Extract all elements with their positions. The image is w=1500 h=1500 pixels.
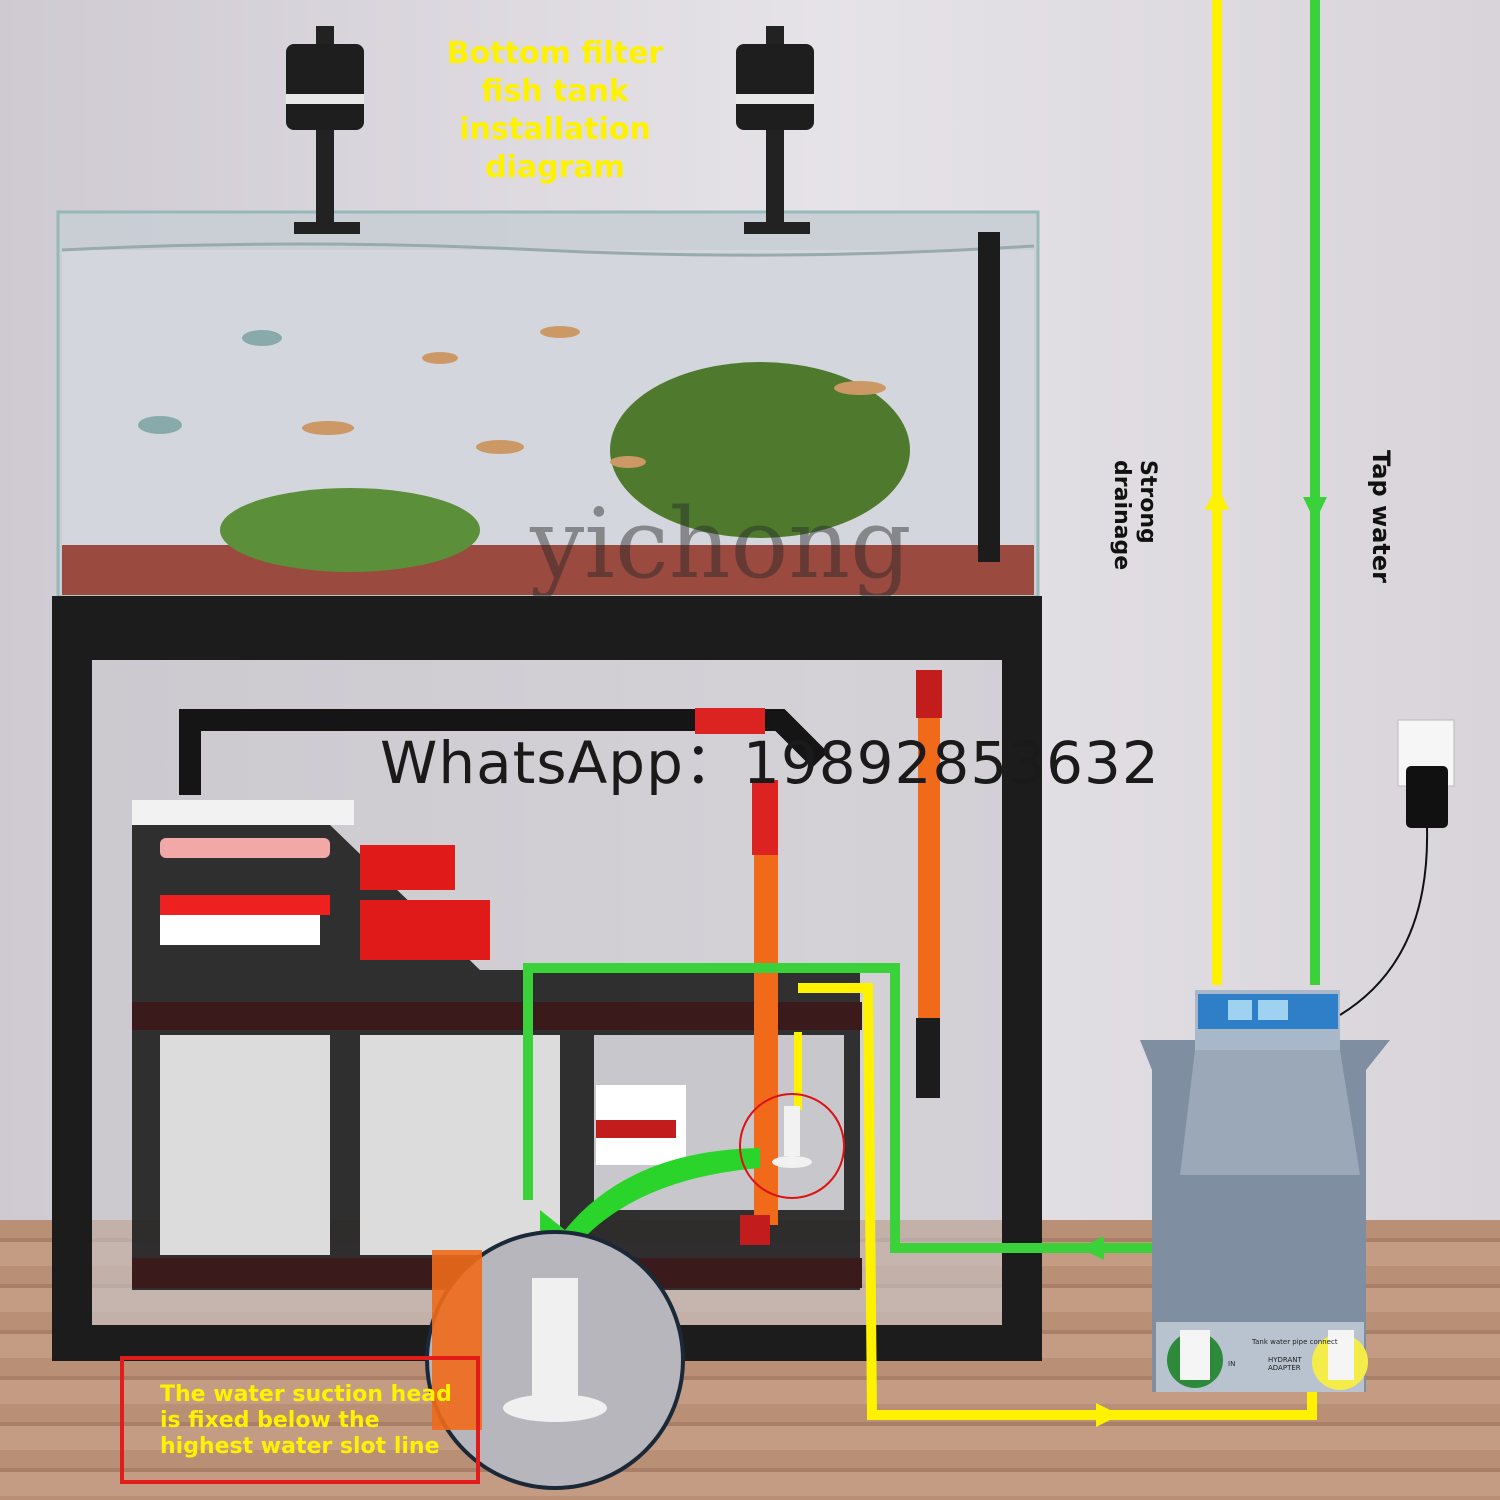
aquarium-tank: [56, 210, 1040, 599]
title-line: diagram: [485, 150, 625, 185]
strong-drainage-label: Strong drainage: [1108, 460, 1160, 570]
device-adapter-label: HYDRANT ADAPTER: [1268, 1356, 1302, 1372]
water-change-device: [1140, 990, 1390, 1392]
device-panel-top-text: Tank water pipe connect: [1252, 1338, 1338, 1346]
diagram-title: Bottom filter fish tank installation dia…: [430, 35, 680, 187]
suction-head-highlight: [739, 1093, 845, 1199]
title-line: Bottom filter: [446, 36, 664, 71]
note-line: highest water slot line: [160, 1434, 440, 1459]
note-line: is fixed below the: [160, 1408, 380, 1433]
note-callout-box: [120, 1356, 480, 1484]
adapter-line: HYDRANT: [1268, 1356, 1302, 1364]
adapter-line: ADAPTER: [1268, 1364, 1301, 1372]
fish-group: [138, 326, 886, 468]
strong-drainage-line: Strong: [1135, 460, 1160, 544]
note-line: The water suction head: [160, 1382, 452, 1407]
aquarium-light-left: [286, 26, 364, 234]
title-line: installation: [459, 112, 651, 147]
note-text: The water suction head is fixed below th…: [160, 1382, 460, 1460]
strong-drainage-line: drainage: [1109, 460, 1134, 571]
suction-head-zoom: [425, 1230, 685, 1490]
device-in-label: IN: [1228, 1360, 1236, 1368]
moss-rock-right: [610, 362, 910, 538]
moss-rock-left: [220, 488, 480, 572]
wall-outlet: [1339, 719, 1455, 1016]
suction-head-small: [784, 1106, 800, 1156]
tap-water-label: Tap water: [1367, 450, 1395, 583]
title-line: fish tank: [481, 74, 629, 109]
watermark-text: yichong: [530, 488, 912, 600]
aquarium-light-right: [736, 26, 814, 234]
whatsapp-contact: WhatsApp：19892853632: [380, 729, 1160, 797]
